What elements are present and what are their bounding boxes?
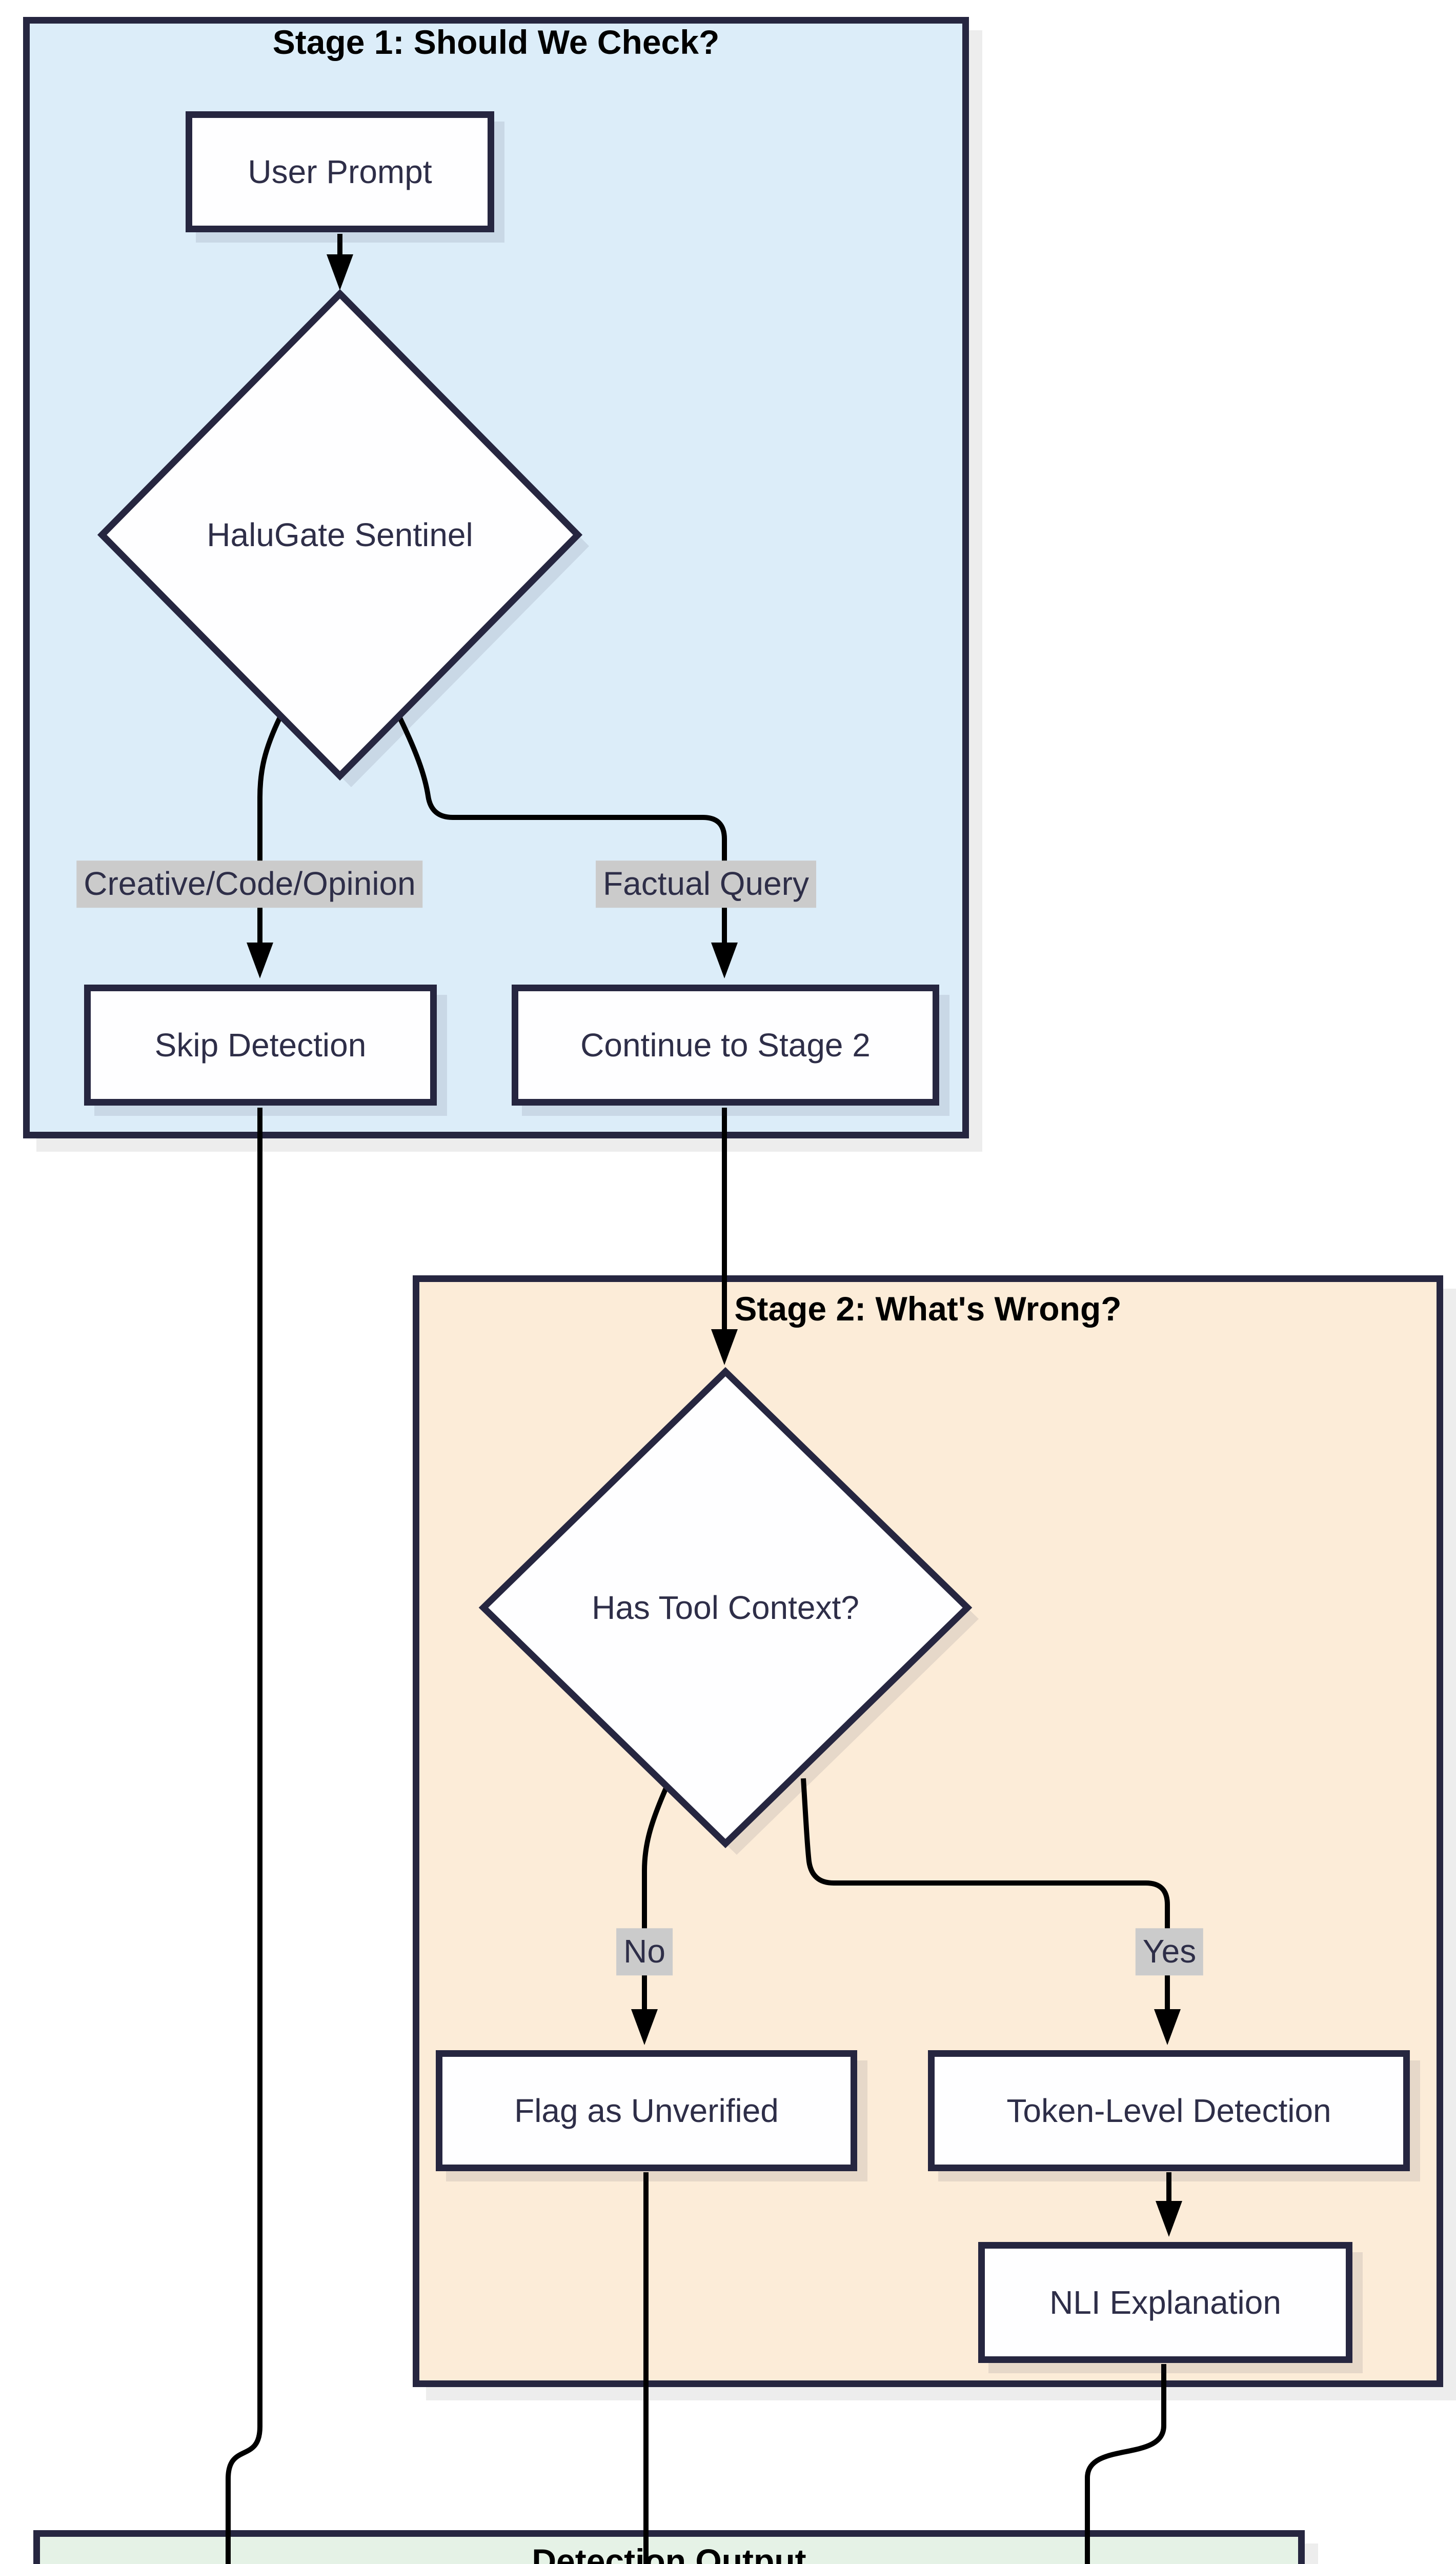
- edge-label-no: No: [616, 1928, 673, 1975]
- node-user-prompt-label: User Prompt: [248, 153, 432, 190]
- diamond-has-tool-context-label: Has Tool Context?: [592, 1589, 859, 1626]
- edge-skip-pass: [226, 1108, 262, 2564]
- edge-label-factual-query: Factual Query: [596, 860, 816, 908]
- node-nli-explanation-label: NLI Explanation: [1049, 2284, 1281, 2321]
- cluster-stage2-title: Stage 2: What's Wrong?: [734, 1290, 1122, 1328]
- edge-label-yes: Yes: [1135, 1928, 1204, 1975]
- node-continue-stage2-label: Continue to Stage 2: [580, 1027, 871, 1064]
- diamond-halugate-sentinel-label: HaluGate Sentinel: [207, 516, 473, 553]
- cluster-stage2: [413, 1275, 1443, 2387]
- node-token-detection-label: Token-Level Detection: [1006, 2092, 1331, 2129]
- cluster-detection-output-title: Detection Output: [532, 2542, 806, 2564]
- cluster-stage1-title: Stage 1: Should We Check?: [272, 23, 720, 61]
- cluster-stage1: [23, 17, 969, 1138]
- node-token-detection: Token-Level Detection: [928, 2050, 1410, 2171]
- node-flag-unverified-label: Flag as Unverified: [514, 2092, 779, 2129]
- node-skip-detection: Skip Detection: [84, 985, 437, 1106]
- node-nli-explanation: NLI Explanation: [978, 2242, 1352, 2363]
- node-user-prompt: User Prompt: [186, 111, 494, 232]
- node-skip-detection-label: Skip Detection: [154, 1027, 367, 1064]
- edge-label-creative-code-opinion: Creative/Code/Opinion: [76, 860, 423, 908]
- node-continue-stage2: Continue to Stage 2: [512, 985, 939, 1106]
- node-flag-unverified: Flag as Unverified: [436, 2050, 857, 2171]
